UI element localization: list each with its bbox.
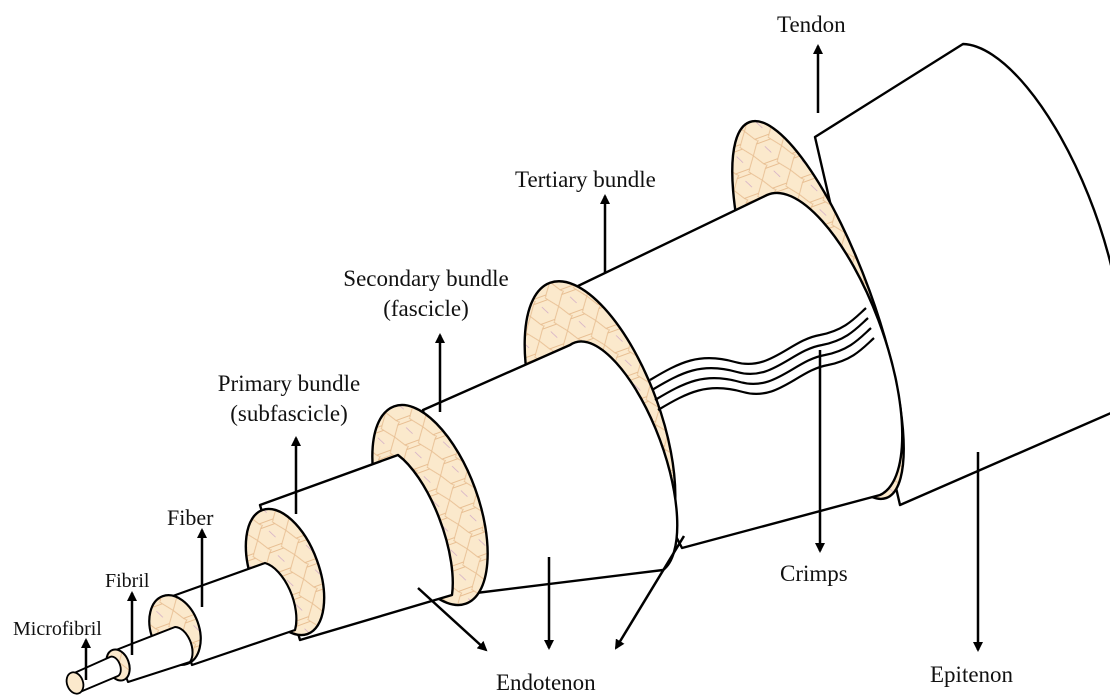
label-primary-bundle: Primary bundle (subfascicle) bbox=[196, 371, 382, 428]
label-secondary-line2: (fascicle) bbox=[320, 296, 532, 322]
microfibril-cylinder bbox=[64, 657, 121, 697]
label-epitenon: Epitenon bbox=[930, 662, 1013, 688]
label-secondary-bundle: Secondary bundle (fascicle) bbox=[320, 266, 532, 323]
label-microfibril: Microfibril bbox=[13, 618, 102, 641]
label-primary-line2: (subfascicle) bbox=[196, 401, 382, 427]
label-primary-line1: Primary bundle bbox=[196, 371, 382, 397]
label-tertiary-bundle: Tertiary bundle bbox=[515, 167, 656, 193]
label-fibril: Fibril bbox=[105, 570, 149, 593]
label-fiber: Fiber bbox=[167, 505, 213, 530]
label-crimps: Crimps bbox=[780, 561, 848, 587]
label-tendon: Tendon bbox=[777, 12, 846, 38]
label-endotenon: Endotenon bbox=[496, 670, 596, 696]
label-secondary-line1: Secondary bundle bbox=[320, 266, 532, 292]
